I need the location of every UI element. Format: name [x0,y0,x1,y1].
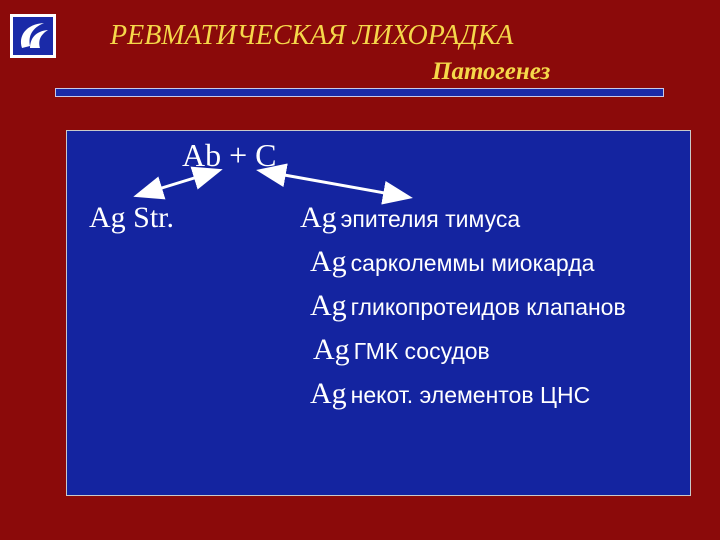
arrow-to-tissue-antigens [256,163,413,205]
antigen-prefix: Ag [310,377,347,410]
stylized-wave-logo-icon [13,17,53,55]
antigen-description: гликопротеидов клапанов [350,294,626,320]
antigen-item: Ag некот. элементов ЦНС [310,377,590,411]
slide-title: РЕВМАТИЧЕСКАЯ ЛИХОРАДКА [110,20,514,51]
antigen-prefix: Ag [310,245,347,278]
slide-subtitle: Патогенез [432,58,551,85]
antigen-prefix: Ag [310,289,347,322]
title-underline [55,88,664,97]
antigen-description: сарколеммы миокарда [350,250,595,276]
content-panel: Ab + C Ag Str. Ag эпителия тимуса Ag сар… [66,130,691,496]
antigen-item: Ag ГМК сосудов [313,333,490,367]
logo [10,14,56,58]
antigen-item: Ag сарколеммы миокарда [310,245,594,279]
antigen-description: эпителия тимуса [340,206,521,232]
connection-arrows [133,163,413,205]
antigen-prefix: Ag [300,201,337,234]
ag-streptococcus: Ag Str. [89,201,175,234]
arrow-to-ag-str [133,166,223,200]
antigen-item: Ag гликопротеидов клапанов [310,289,626,323]
antigen-item: Ag эпителия тимуса [300,201,520,235]
ab-c-complex: Ab + C [182,137,277,173]
antigen-description: ГМК сосудов [353,338,490,364]
antigen-prefix: Ag [313,333,350,366]
antigen-description: некот. элементов ЦНС [350,382,591,408]
